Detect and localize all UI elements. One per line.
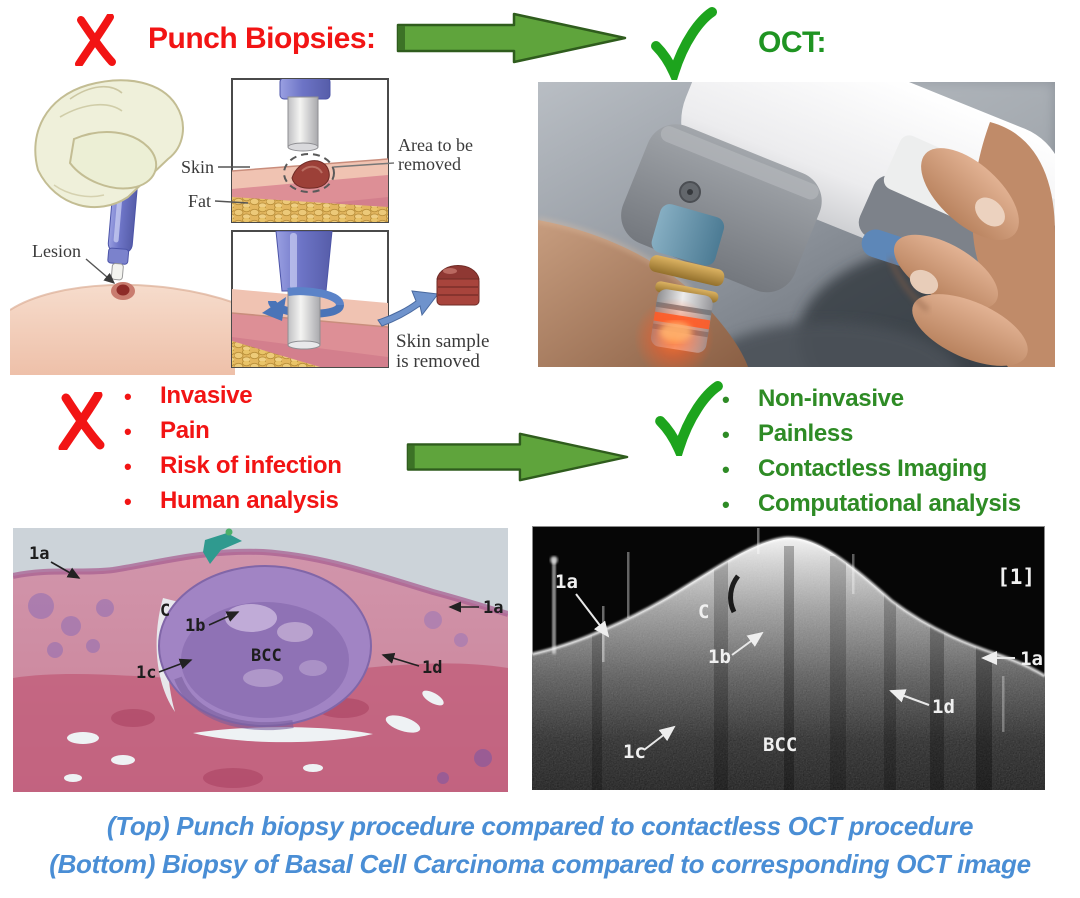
sample-transfer-arrow	[377, 290, 439, 327]
caption-line-1: (Top) Punch biopsy procedure compared to…	[106, 811, 974, 841]
check-mark-icon	[651, 7, 717, 80]
list-item: Contactless Imaging	[716, 455, 1021, 490]
skin-sample-label-line2: is removed	[396, 351, 480, 372]
bullet-dot	[716, 455, 758, 484]
annotation-1c: 1c	[136, 663, 156, 683]
ink-mark	[203, 528, 242, 564]
area-removed-label-line1: Area to be	[398, 135, 473, 155]
annotation-1c: 1c	[623, 741, 646, 763]
skin-layer-label: Skin	[181, 157, 214, 177]
list-item: Pain	[118, 417, 342, 452]
con-label: Human analysis	[160, 487, 339, 514]
oct-device-photo	[538, 82, 1055, 367]
bullet-dot	[118, 487, 160, 516]
check-mark-icon	[655, 381, 723, 456]
list-item: Non-invasive	[716, 385, 1021, 420]
annotation-1d: 1d	[422, 658, 442, 678]
list-item: Computational analysis	[716, 490, 1021, 525]
reference-marker: [1]	[997, 565, 1035, 589]
annotation-1d: 1d	[932, 696, 955, 718]
con-label: Risk of infection	[160, 452, 342, 479]
bcc-tumor-mass	[156, 565, 372, 731]
skin-sample-label-line1: Skin sample	[396, 331, 489, 352]
fat-layer-label: Fat	[188, 191, 211, 211]
tissue-texture	[28, 593, 492, 788]
white-clefts	[64, 690, 444, 782]
bullet-dot	[716, 420, 758, 449]
con-label: Pain	[160, 417, 210, 444]
bullet-dot	[716, 490, 758, 519]
oct-pros-list: Non-invasive Painless Contactless Imagin…	[716, 385, 1021, 525]
lesion-label: Lesion	[32, 241, 81, 261]
annotation-1b: 1b	[185, 616, 205, 636]
pro-label: Non-invasive	[758, 385, 904, 412]
x-mark-icon	[58, 392, 105, 450]
comparison-arrow-icon	[406, 432, 629, 482]
punch-biopsy-cons-list: Invasive Pain Risk of infection Human an…	[118, 382, 342, 522]
list-item: Invasive	[118, 382, 342, 417]
area-removed-label-line2: removed	[398, 154, 461, 174]
biopsy-panel-bottom: Skin sample is removed	[231, 230, 489, 372]
annotation-1a-right: 1a	[1020, 648, 1043, 670]
histology-annotations: 1a C 1b BCC 1c 1d 1a	[29, 544, 503, 683]
histology-image: 1a C 1b BCC 1c 1d 1a	[13, 528, 508, 792]
pro-label: Painless	[758, 420, 853, 447]
list-item: Human analysis	[118, 487, 342, 522]
list-item: Painless	[716, 420, 1021, 455]
punch-biopsy-illustration: Lesion Area to be removed Skin	[10, 78, 489, 375]
oct-title: OCT:	[758, 26, 827, 59]
oct-annotations: 1a C 1b [1] 1a 1d 1c BCC	[555, 565, 1043, 763]
operator-hand	[887, 122, 1055, 367]
annotation-c: C	[698, 601, 709, 623]
oct-scan-image: 1a C 1b [1] 1a 1d 1c BCC	[532, 526, 1045, 790]
caption-line-2: (Bottom) Biopsy of Basal Cell Carcinoma …	[49, 849, 1031, 879]
annotation-1a-right: 1a	[483, 598, 503, 618]
annotation-1b: 1b	[708, 646, 731, 668]
annotation-1a-left: 1a	[29, 544, 49, 564]
shadow-bands	[592, 546, 992, 790]
biopsy-panel-top: Area to be removed Skin Fat	[181, 78, 473, 223]
bullet-dot	[716, 385, 758, 414]
annotation-bcc: BCC	[251, 646, 282, 666]
skin-sample	[436, 265, 480, 306]
bullet-dot	[118, 417, 160, 446]
x-mark-icon	[75, 14, 116, 66]
bullet-dot	[118, 452, 160, 481]
punch-biopsies-title: Punch Biopsies:	[148, 22, 376, 55]
con-label: Invasive	[160, 382, 253, 409]
annotation-c: C	[160, 601, 170, 621]
annotation-bcc: BCC	[763, 734, 797, 756]
gloved-hand-scene: Lesion	[10, 79, 236, 375]
annotation-1a-left: 1a	[555, 571, 578, 593]
pro-label: Computational analysis	[758, 490, 1021, 517]
list-item: Risk of infection	[118, 452, 342, 487]
bullet-dot	[118, 382, 160, 411]
pro-label: Contactless Imaging	[758, 455, 988, 482]
comparison-arrow-icon	[396, 12, 627, 64]
